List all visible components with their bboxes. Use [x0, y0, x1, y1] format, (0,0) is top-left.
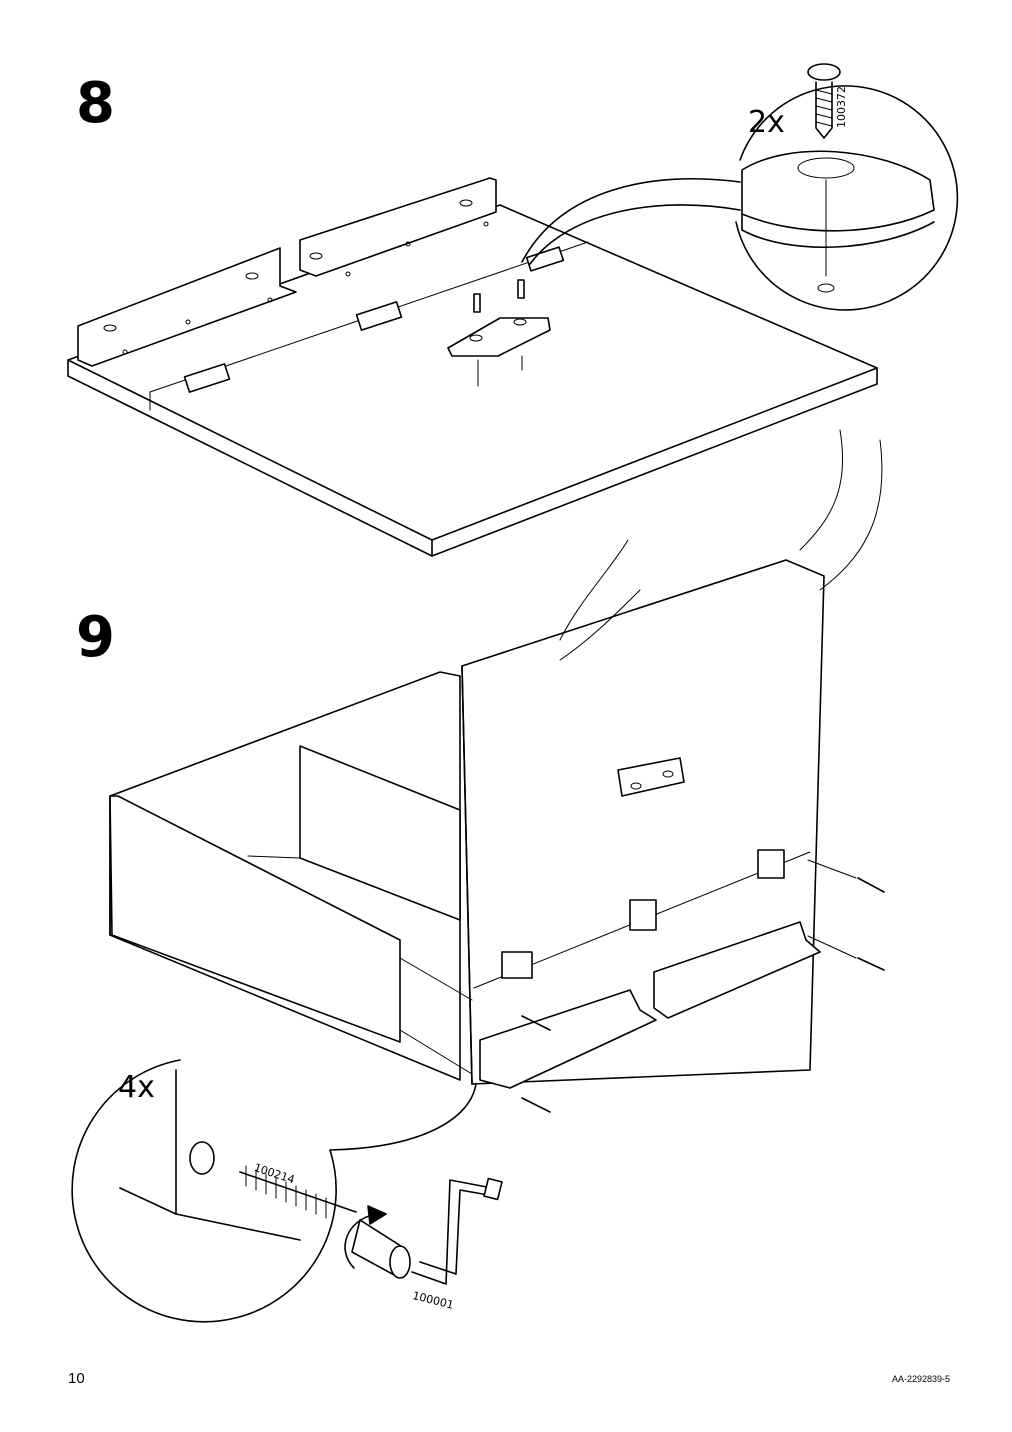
step8-panel-drawing: [67, 177, 878, 557]
step8-detail-magnifier: [735, 63, 959, 311]
screw-part-number: 100372: [835, 86, 848, 128]
cam-screws: [399, 859, 885, 1113]
step9-detail-magnifier: [71, 1059, 503, 1323]
document-code: AA-2292839-5: [891, 1374, 950, 1384]
page-number: 10: [68, 1370, 85, 1387]
step-number-9: 9: [76, 605, 115, 670]
step9-quantity: 4x: [118, 1070, 155, 1105]
step-number-8: 8: [76, 71, 115, 136]
step9-cabinet-drawing: [109, 429, 885, 1113]
step8-quantity: 2x: [748, 105, 785, 140]
